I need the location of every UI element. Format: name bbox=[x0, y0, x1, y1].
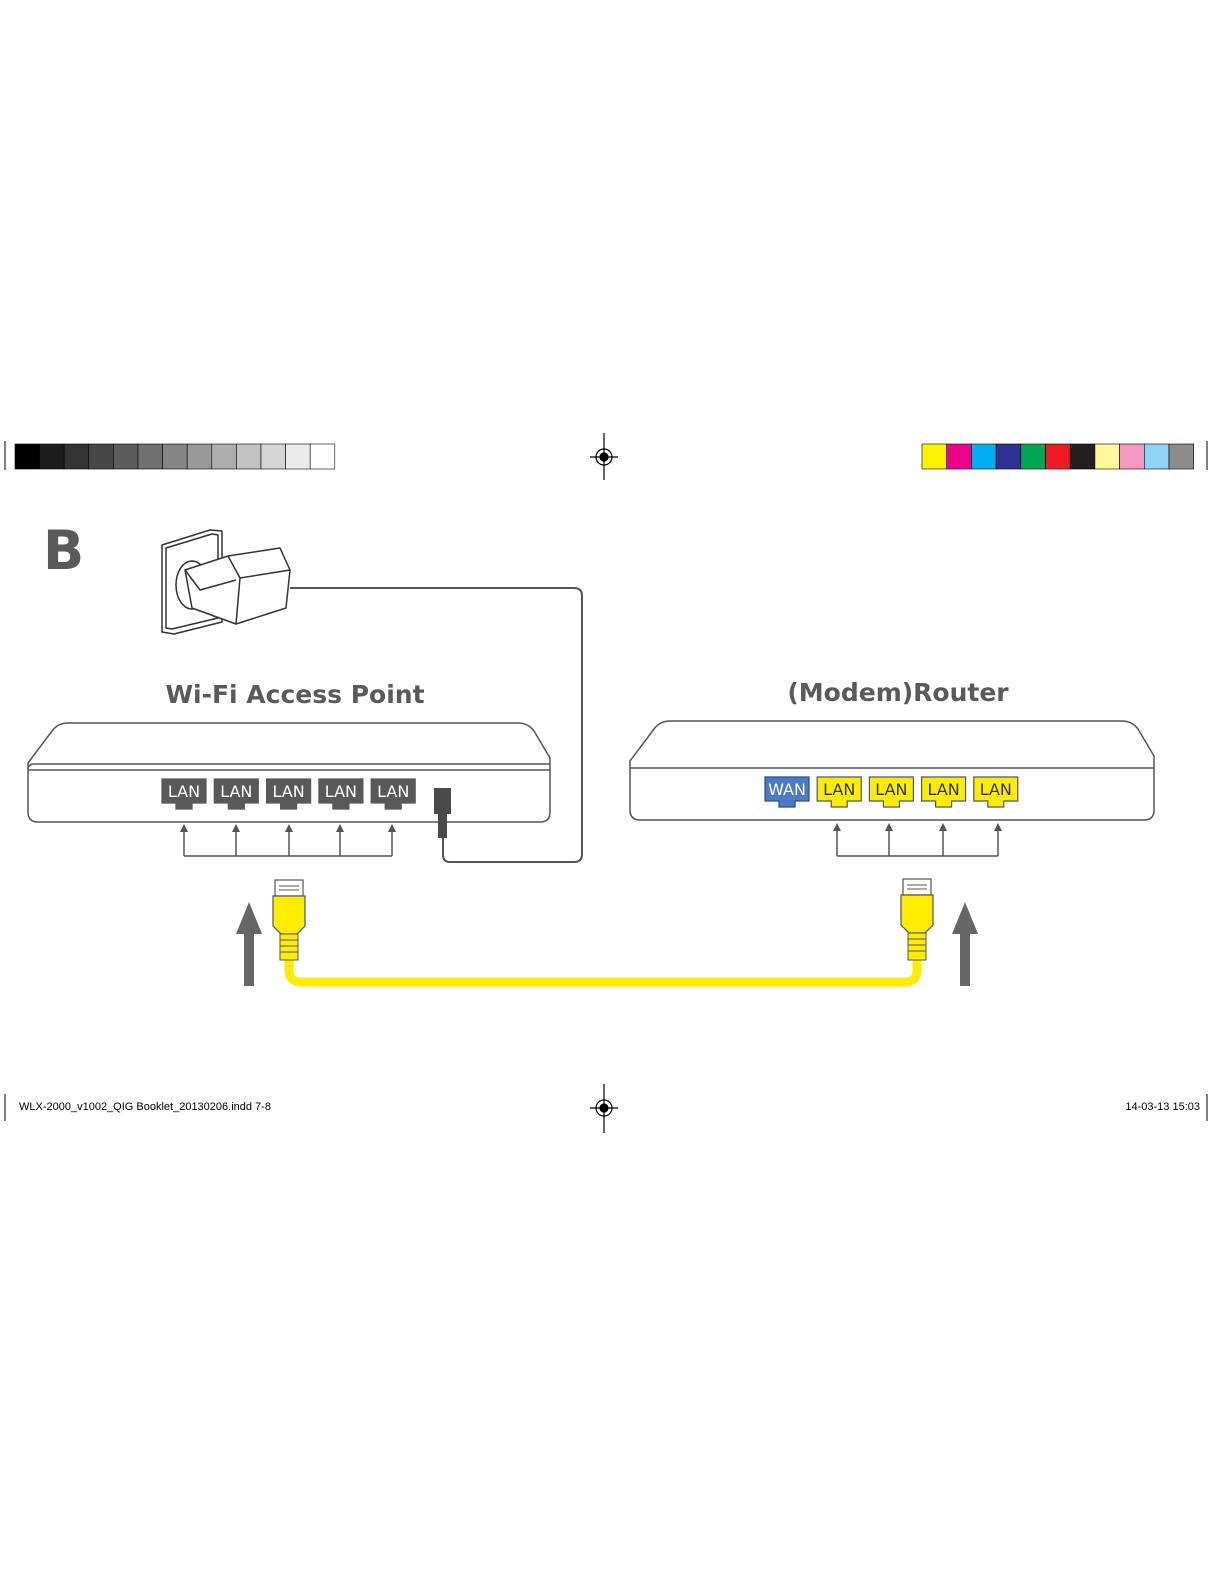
gray-swatch bbox=[64, 444, 89, 469]
access-point-title: Wi-Fi Access Point bbox=[165, 680, 424, 709]
port-label: LAN bbox=[377, 782, 409, 801]
footer-timestamp: 14-03-13 15:03 bbox=[1125, 1101, 1200, 1113]
gray-swatch bbox=[212, 444, 237, 469]
router-title: (Modem)Router bbox=[787, 678, 1009, 707]
gray-swatch bbox=[89, 444, 114, 469]
section-letter: B bbox=[43, 519, 84, 582]
color-swatch bbox=[1021, 444, 1046, 469]
small-arrow-icon bbox=[180, 824, 188, 832]
port-label: LAN bbox=[875, 780, 907, 799]
small-arrow-icon bbox=[336, 824, 344, 832]
color-swatch bbox=[922, 444, 947, 469]
small-arrow-icon bbox=[885, 823, 893, 831]
gray-swatch bbox=[138, 444, 163, 469]
color-swatch bbox=[1095, 444, 1120, 469]
small-arrow-icon bbox=[994, 823, 1002, 831]
up-arrow-right-icon bbox=[952, 902, 978, 986]
color-swatch bbox=[947, 444, 972, 469]
color-swatch bbox=[996, 444, 1021, 469]
footer-file-info: WLX-2000_v1002_QIG Booklet_20130206.indd… bbox=[19, 1101, 271, 1113]
small-arrow-icon bbox=[833, 823, 841, 831]
port-label: LAN bbox=[220, 782, 252, 801]
color-swatch bbox=[971, 444, 996, 469]
access-point-port-bracket bbox=[180, 824, 396, 856]
port-label: LAN bbox=[823, 780, 855, 799]
gray-swatch bbox=[113, 444, 138, 469]
up-arrow-left-icon bbox=[236, 902, 262, 986]
gray-swatch bbox=[15, 444, 40, 469]
ethernet-plug-right-icon bbox=[901, 879, 933, 960]
port-label: WAN bbox=[768, 780, 806, 799]
color-swatch bbox=[1120, 444, 1145, 469]
registration-mark-top bbox=[590, 433, 618, 480]
port-label: LAN bbox=[325, 782, 357, 801]
color-swatch bbox=[1070, 444, 1095, 469]
small-arrow-icon bbox=[388, 824, 396, 832]
process-color-bar bbox=[922, 444, 1194, 469]
router-port-bracket bbox=[833, 823, 1002, 856]
port-label: LAN bbox=[272, 782, 304, 801]
port-label: LAN bbox=[980, 780, 1012, 799]
color-swatch bbox=[1169, 444, 1194, 469]
gray-swatch bbox=[236, 444, 261, 469]
gray-swatch bbox=[40, 444, 65, 469]
gray-swatch bbox=[310, 444, 335, 469]
power-adapter-icon bbox=[162, 530, 290, 634]
port-label: LAN bbox=[927, 780, 959, 799]
small-arrow-icon bbox=[285, 824, 293, 832]
small-arrow-icon bbox=[232, 824, 240, 832]
gray-swatch bbox=[163, 444, 188, 469]
ethernet-plug-left-icon bbox=[273, 880, 305, 960]
gray-swatch bbox=[261, 444, 286, 469]
small-arrow-icon bbox=[939, 823, 947, 831]
gray-color-bar bbox=[15, 444, 335, 469]
color-swatch bbox=[1144, 444, 1169, 469]
gray-swatch bbox=[286, 444, 311, 469]
port-label: LAN bbox=[168, 782, 200, 801]
power-jack-icon bbox=[434, 788, 451, 838]
color-swatch bbox=[1046, 444, 1071, 469]
gray-swatch bbox=[187, 444, 212, 469]
registration-mark-bottom bbox=[590, 1084, 618, 1133]
ethernet-cable bbox=[289, 960, 917, 982]
